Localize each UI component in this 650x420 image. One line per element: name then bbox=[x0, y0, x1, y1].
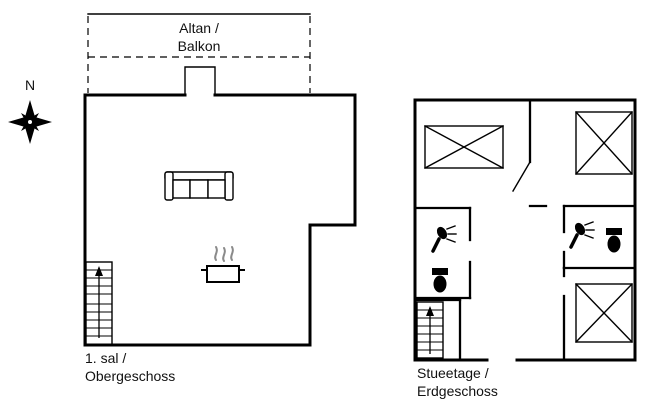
sofa-icon bbox=[164, 171, 234, 201]
ground-floor-caption-line2: Erdgeschoss bbox=[417, 383, 498, 399]
bed-icon bbox=[575, 283, 633, 343]
ground-floor-walls bbox=[413, 98, 637, 362]
upper-floor-plan: Altan / Balkon bbox=[83, 13, 357, 384]
compass-center bbox=[28, 120, 32, 124]
upper-floor-walls bbox=[83, 93, 357, 347]
interior-walls bbox=[413, 98, 637, 362]
balcony-label-line2: Balkon bbox=[178, 38, 221, 54]
shower-icon bbox=[431, 225, 457, 253]
ground-floor-plan: Stueetage / Erdgeschoss bbox=[413, 98, 637, 399]
balcony-outline bbox=[87, 13, 311, 93]
bed-icon bbox=[424, 125, 504, 169]
upper-floor-caption-line2: Obergeschoss bbox=[85, 368, 175, 384]
cooking-pot-icon bbox=[201, 246, 245, 283]
balcony-label-line1: Altan / bbox=[179, 20, 219, 36]
shower-icon bbox=[569, 221, 595, 249]
toilet-icon bbox=[606, 228, 622, 253]
stairs-icon bbox=[416, 301, 444, 359]
compass-rose-icon: N bbox=[8, 77, 52, 144]
ground-floor-caption-line1: Stueetage / bbox=[417, 365, 489, 381]
balcony-door bbox=[184, 66, 216, 96]
stairs-icon bbox=[85, 261, 113, 346]
bed-icon bbox=[575, 111, 633, 175]
toilet-icon bbox=[432, 268, 448, 293]
door-swing bbox=[512, 161, 531, 192]
upper-floor-caption-line1: 1. sal / bbox=[85, 350, 126, 366]
compass-north-label: N bbox=[25, 77, 35, 93]
